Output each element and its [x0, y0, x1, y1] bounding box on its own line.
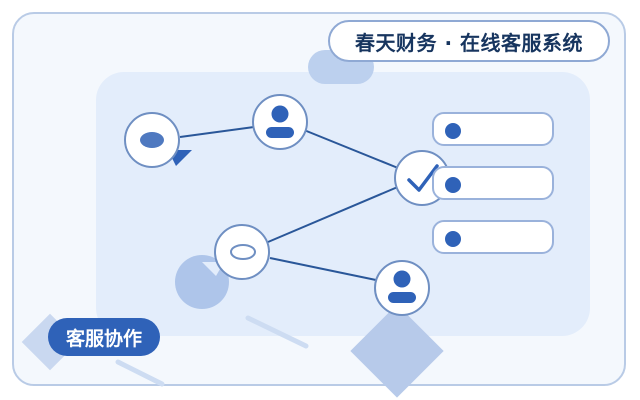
decor-diamond [350, 304, 444, 398]
list-item [432, 166, 554, 200]
chat-bubble-outline-icon [202, 224, 270, 280]
dot-icon [445, 231, 461, 247]
category-badge: 客服协作 [48, 318, 160, 356]
page-title: 春天财务 · 在线客服系统 [328, 20, 610, 62]
connector-line [179, 126, 255, 138]
decor-stroke [245, 315, 309, 349]
user-icon [374, 260, 430, 316]
decor-stroke [115, 359, 165, 387]
dot-icon [445, 177, 461, 193]
dot-icon [445, 123, 461, 139]
list-item [432, 112, 554, 146]
connector-line [267, 185, 401, 243]
list-item [432, 220, 554, 254]
connector-line [303, 129, 399, 169]
chat-bubble-icon [124, 112, 192, 168]
connector-line [269, 257, 377, 281]
user-icon [252, 94, 308, 150]
